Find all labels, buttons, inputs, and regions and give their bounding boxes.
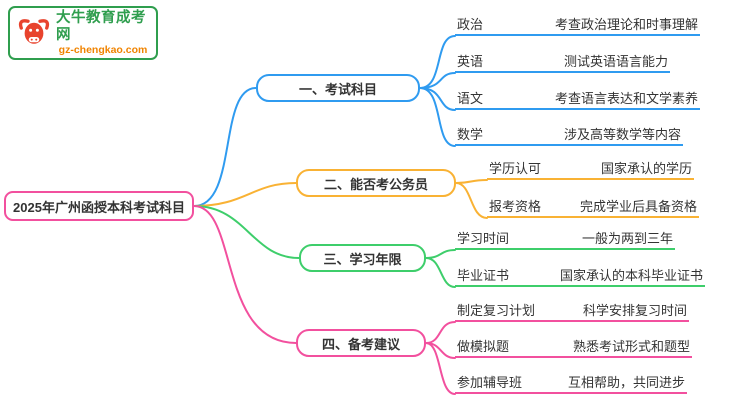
leaf-politics: 政治 考查政治理论和时事理解 xyxy=(455,16,700,36)
leaf-math: 数学 涉及高等数学等内容 xyxy=(455,126,683,146)
bull-logo-icon xyxy=(16,13,52,54)
root-node: 2025年广州函授本科考试科目 xyxy=(4,191,194,221)
branch-node-civil-servant: 二、能否考公务员 xyxy=(296,169,456,197)
leaf-diploma: 毕业证书 国家承认的本科毕业证书 xyxy=(455,267,705,287)
leaf-label: 毕业证书 xyxy=(457,268,510,283)
leaf-label: 英语 xyxy=(457,54,484,69)
leaf-desc: 测试英语语言能力 xyxy=(563,54,668,69)
leaf-desc: 涉及高等数学等内容 xyxy=(563,127,681,142)
branch-node-exam-subjects: 一、考试科目 xyxy=(256,74,420,102)
leaf-desc: 考查语言表达和文学素养 xyxy=(554,91,698,106)
leaf-label: 政治 xyxy=(457,17,484,32)
leaf-desc: 熟悉考试形式和题型 xyxy=(572,339,690,354)
leaf-study-time: 学习时间 一般为两到三年 xyxy=(455,230,675,250)
leaf-label: 做模拟题 xyxy=(457,339,510,354)
leaf-desc: 互相帮助，共同进步 xyxy=(567,375,685,390)
leaf-label: 数学 xyxy=(457,127,484,142)
logo-url: gz-chengkao.com xyxy=(58,43,148,56)
leaf-desc: 完成学业后具备资格 xyxy=(579,199,697,214)
leaf-label: 制定复习计划 xyxy=(457,303,536,318)
leaf-desc: 考查政治理论和时事理解 xyxy=(554,17,698,32)
branch-node-study-years: 三、学习年限 xyxy=(299,244,426,272)
leaf-desc: 国家承认的本科毕业证书 xyxy=(559,268,703,283)
leaf-label: 学习时间 xyxy=(457,231,510,246)
leaf-english: 英语 测试英语语言能力 xyxy=(455,53,670,73)
leaf-label: 参加辅导班 xyxy=(457,375,523,390)
leaf-mock-exams: 做模拟题 熟悉考试形式和题型 xyxy=(455,338,692,358)
leaf-degree-recognition: 学历认可 国家承认的学历 xyxy=(487,160,694,180)
leaf-desc: 科学安排复习时间 xyxy=(582,303,687,318)
site-logo: 大牛教育成考网 gz-chengkao.com xyxy=(8,6,158,60)
branch-node-prep-advice: 四、备考建议 xyxy=(296,329,426,357)
leaf-desc: 国家承认的学历 xyxy=(600,161,692,176)
leaf-label: 语文 xyxy=(457,91,484,106)
leaf-chinese: 语文 考查语言表达和文学素养 xyxy=(455,90,700,110)
leaf-desc: 一般为两到三年 xyxy=(581,231,673,246)
leaf-tutoring-class: 参加辅导班 互相帮助，共同进步 xyxy=(455,374,687,394)
leaf-label: 学历认可 xyxy=(489,161,542,176)
logo-title: 大牛教育成考网 xyxy=(56,10,146,43)
leaf-label: 报考资格 xyxy=(489,199,542,214)
leaf-review-plan: 制定复习计划 科学安排复习时间 xyxy=(455,302,689,322)
leaf-application-eligibility: 报考资格 完成学业后具备资格 xyxy=(487,198,699,218)
